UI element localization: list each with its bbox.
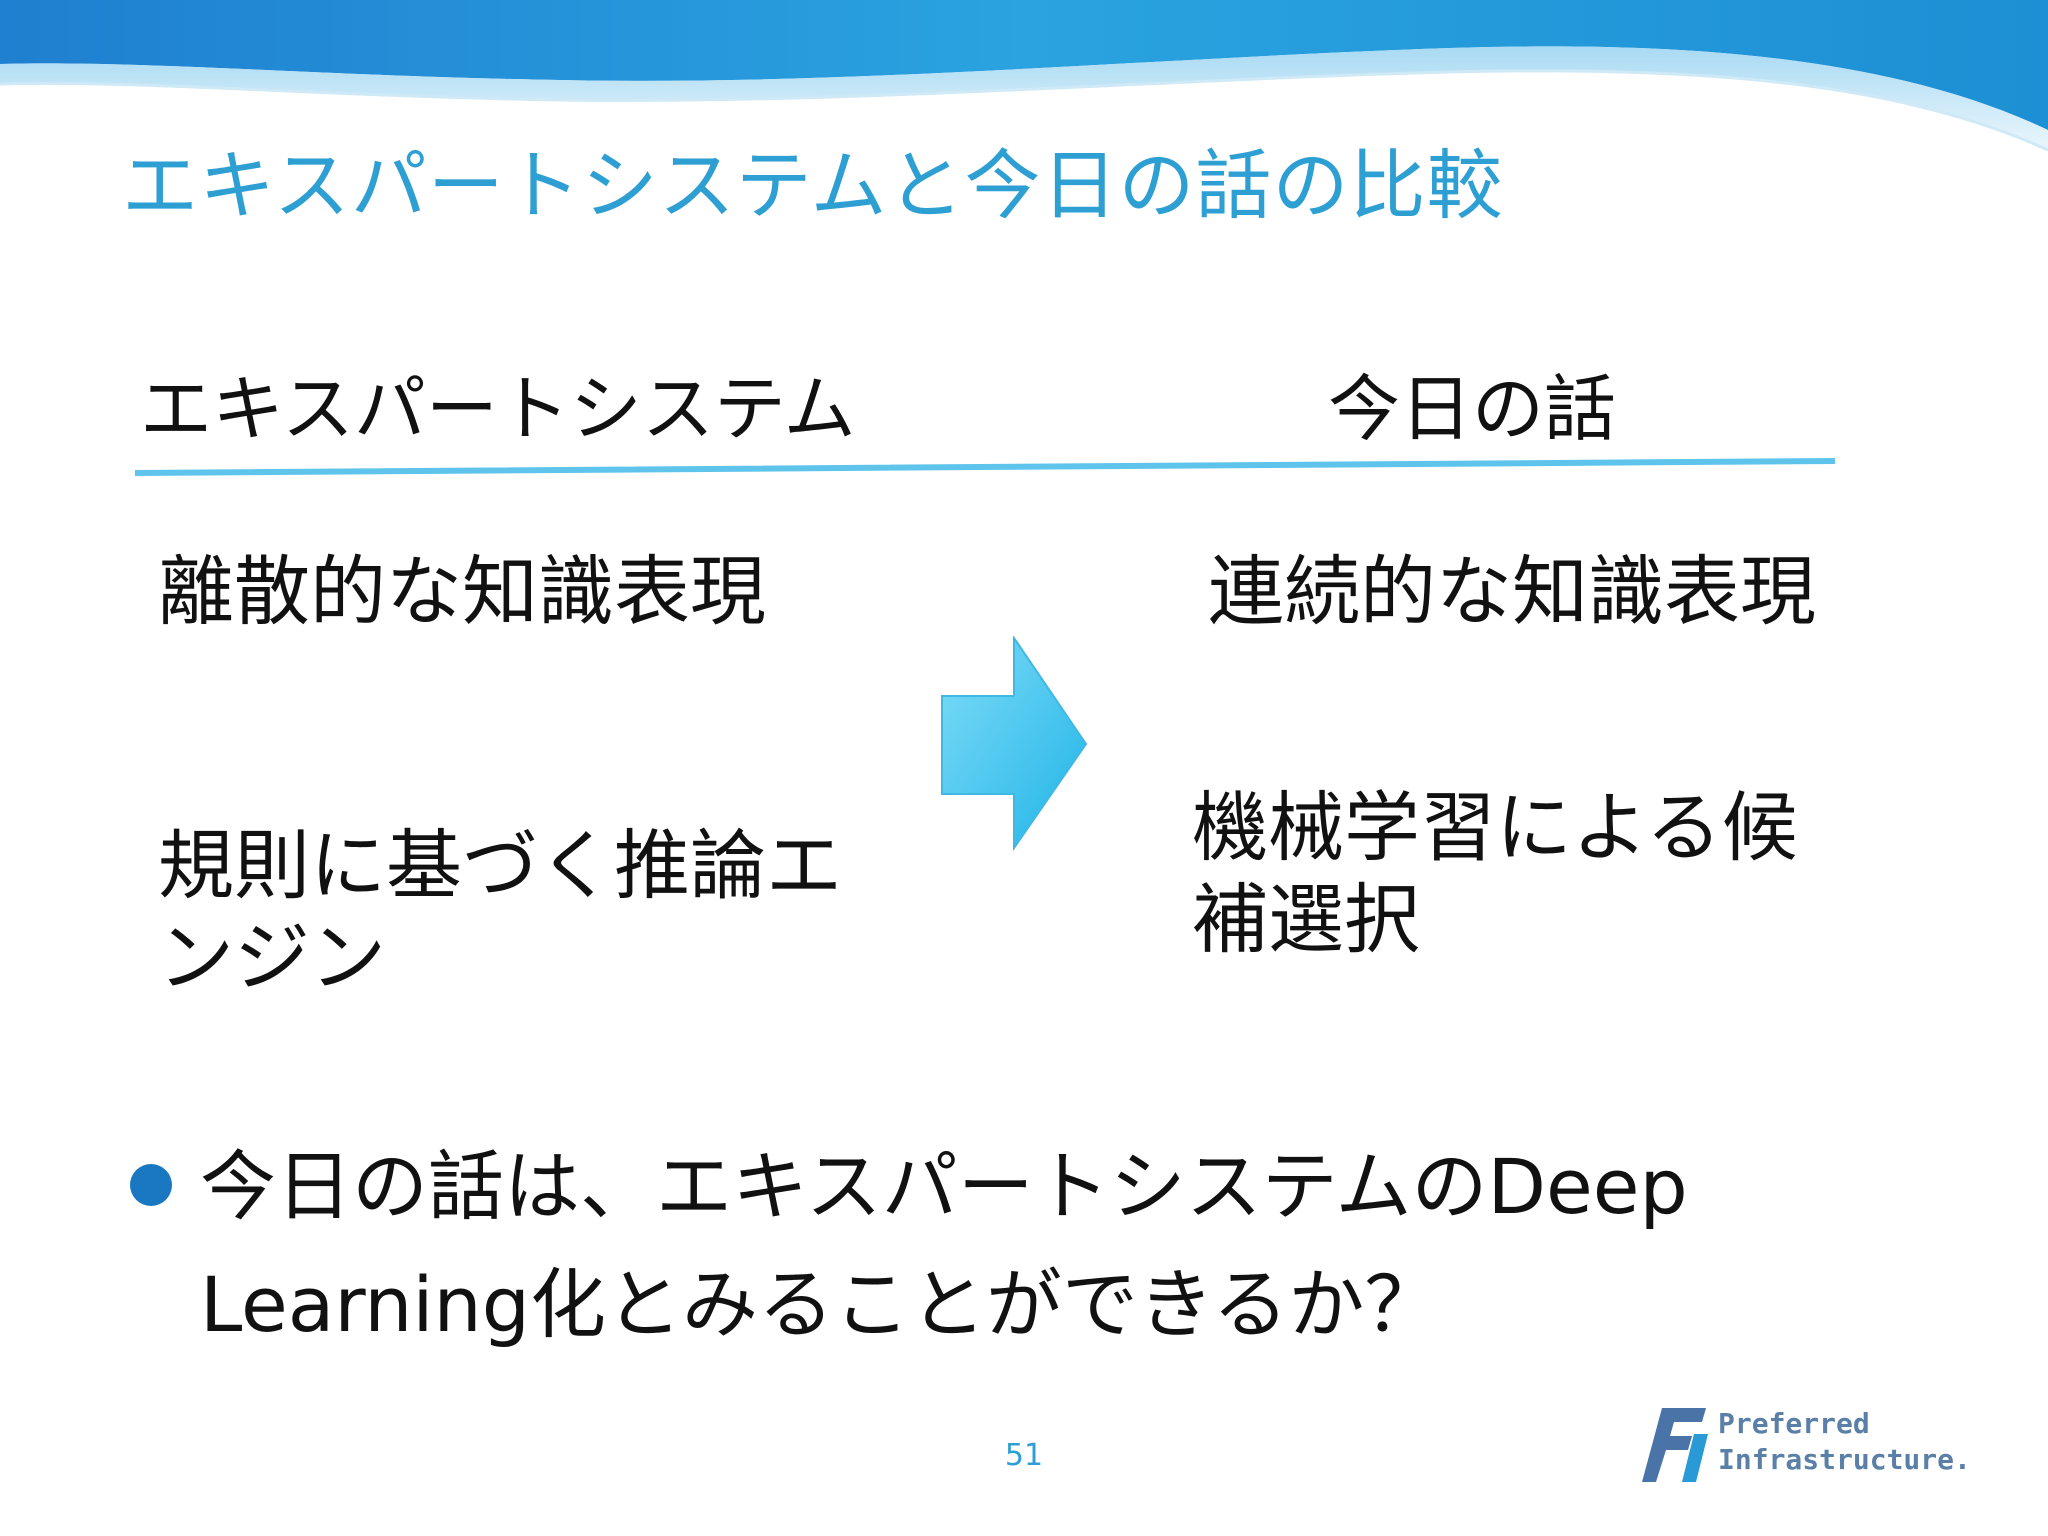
page-number: 51: [1004, 1438, 1044, 1473]
logo-wordmark-line-2: Infrastructure.: [1718, 1443, 1971, 1476]
expert-system-point-2: 規則に基づく推論エンジン: [158, 821, 842, 1002]
header-wave-decoration: [0, 0, 2048, 152]
logo-mark-icon: [1642, 1408, 1708, 1482]
todays-talk-point-1: 連続的な知識表現: [1208, 547, 1816, 636]
heading-divider-line: [135, 458, 1835, 476]
right-arrow-icon: [941, 636, 1088, 852]
column-heading-expert-system: エキスパートシステム: [140, 367, 856, 451]
company-logo: Preferred Infrastructure.: [1640, 1404, 1980, 1484]
todays-talk-point-2: 機械学習による候補選択: [1192, 783, 1798, 964]
slide-title: エキスパートシステムと今日の話の比較: [122, 141, 1504, 230]
expert-system-point-1: 離散的な知識表現: [158, 547, 766, 636]
bullet-question: 今日の話は、エキスパートシステムのDeep Learning化とみることができる…: [200, 1142, 1688, 1349]
bullet-marker: [130, 1164, 172, 1206]
logo-wordmark-line-1: Preferred: [1718, 1407, 1870, 1440]
column-heading-todays-talk: 今日の話: [1328, 367, 1617, 451]
